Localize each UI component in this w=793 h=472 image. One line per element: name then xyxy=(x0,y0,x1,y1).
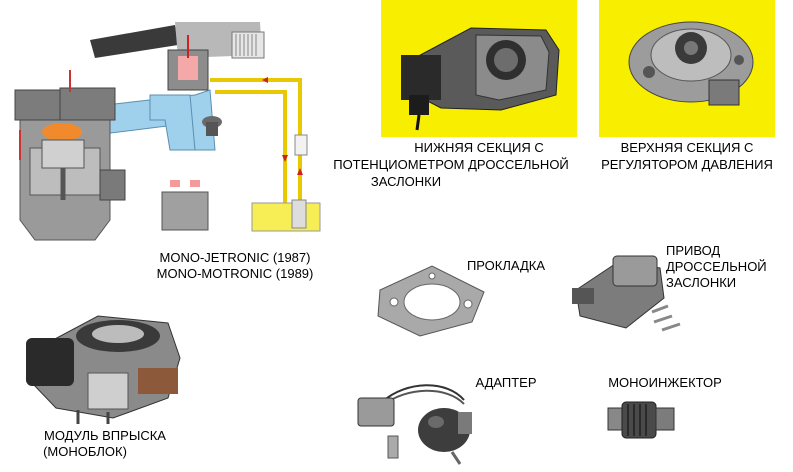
upper-section-image xyxy=(628,21,754,106)
throttle-actuator-caption-line2: ДРОССЕЛЬНОЙ xyxy=(666,259,767,274)
gasket-caption: ПРОКЛАДКА xyxy=(466,258,546,273)
engine-system-diagram xyxy=(0,0,335,245)
mono-injector-image xyxy=(602,398,680,448)
mono-injector-caption: МОНОИНЖЕКТОР xyxy=(608,375,722,390)
injection-module-caption-line1: МОДУЛЬ ВПРЫСКА xyxy=(44,428,166,443)
injection-module-image xyxy=(18,298,190,426)
adapter-image xyxy=(352,372,482,467)
engine-system-caption-line1: MONO-JETRONIC (1987) xyxy=(159,250,311,265)
throttle-actuator-caption-line1: ПРИВОД xyxy=(666,243,721,258)
upper-section-caption-line1: ВЕРХНЯЯ СЕКЦИЯ С xyxy=(620,140,754,155)
adapter-caption: АДАПТЕР xyxy=(475,375,537,390)
injection-module-caption-line2: (МОНОБЛОК) xyxy=(43,444,127,459)
upper-section-panel xyxy=(599,0,775,137)
gasket-image xyxy=(372,260,492,340)
throttle-actuator-caption-line3: ЗАСЛОНКИ xyxy=(666,275,737,290)
lower-section-panel xyxy=(381,0,577,137)
lower-section-caption-line1: НИЖНЯЯ СЕКЦИЯ С xyxy=(414,140,544,155)
engine-system-caption-line2: MONO-MOTRONIC (1989) xyxy=(156,266,314,281)
lower-section-caption-line3: ЗАСЛОНКИ xyxy=(370,174,442,189)
lower-section-caption-line2: ПОТЕНЦИОМЕТРОМ ДРОССЕЛЬНОЙ xyxy=(333,157,569,172)
lower-section-image xyxy=(401,27,560,131)
throttle-actuator-image xyxy=(568,250,686,336)
upper-section-caption-line2: РЕГУЛЯТОРОМ ДАВЛЕНИЯ xyxy=(601,157,773,172)
